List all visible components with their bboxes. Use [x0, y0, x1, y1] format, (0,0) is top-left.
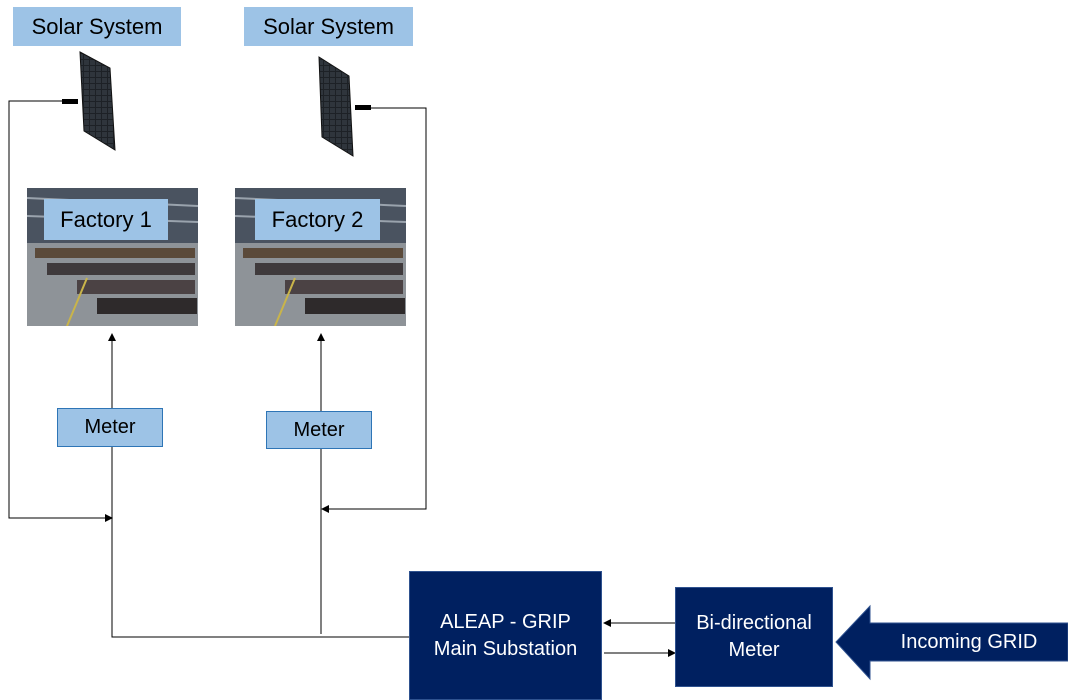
- incoming-grid-arrow: [835, 604, 1068, 681]
- bimeter-line-2: Meter: [728, 639, 780, 661]
- incoming-grid-label: Incoming GRID: [900, 630, 1038, 653]
- bimeter-line-1: Bi-directional: [696, 612, 812, 634]
- substation-line-1: ALEAP - GRIP: [440, 610, 571, 633]
- bidirectional-meter-box: Bi-directional Meter: [675, 587, 833, 687]
- meter-1-box: Meter: [57, 408, 163, 447]
- substation-line-2: Main Substation: [433, 637, 578, 660]
- main-substation-box: ALEAP - GRIP Main Substation: [409, 571, 602, 700]
- solar-2-line: [321, 107, 427, 513]
- meter-2-box: Meter: [266, 411, 372, 449]
- solar-panel-1-icon: [62, 51, 116, 151]
- solar-system-label-2: Solar System: [244, 7, 413, 46]
- substation-to-meter-1-line: [111, 447, 410, 638]
- solar-1-line: [8, 100, 113, 522]
- solar-system-label-1: Solar System: [13, 7, 181, 46]
- factory-2-label: Factory 2: [255, 199, 380, 240]
- factory-1-label: Factory 1: [44, 199, 168, 240]
- solar-panel-2-icon: [318, 56, 371, 157]
